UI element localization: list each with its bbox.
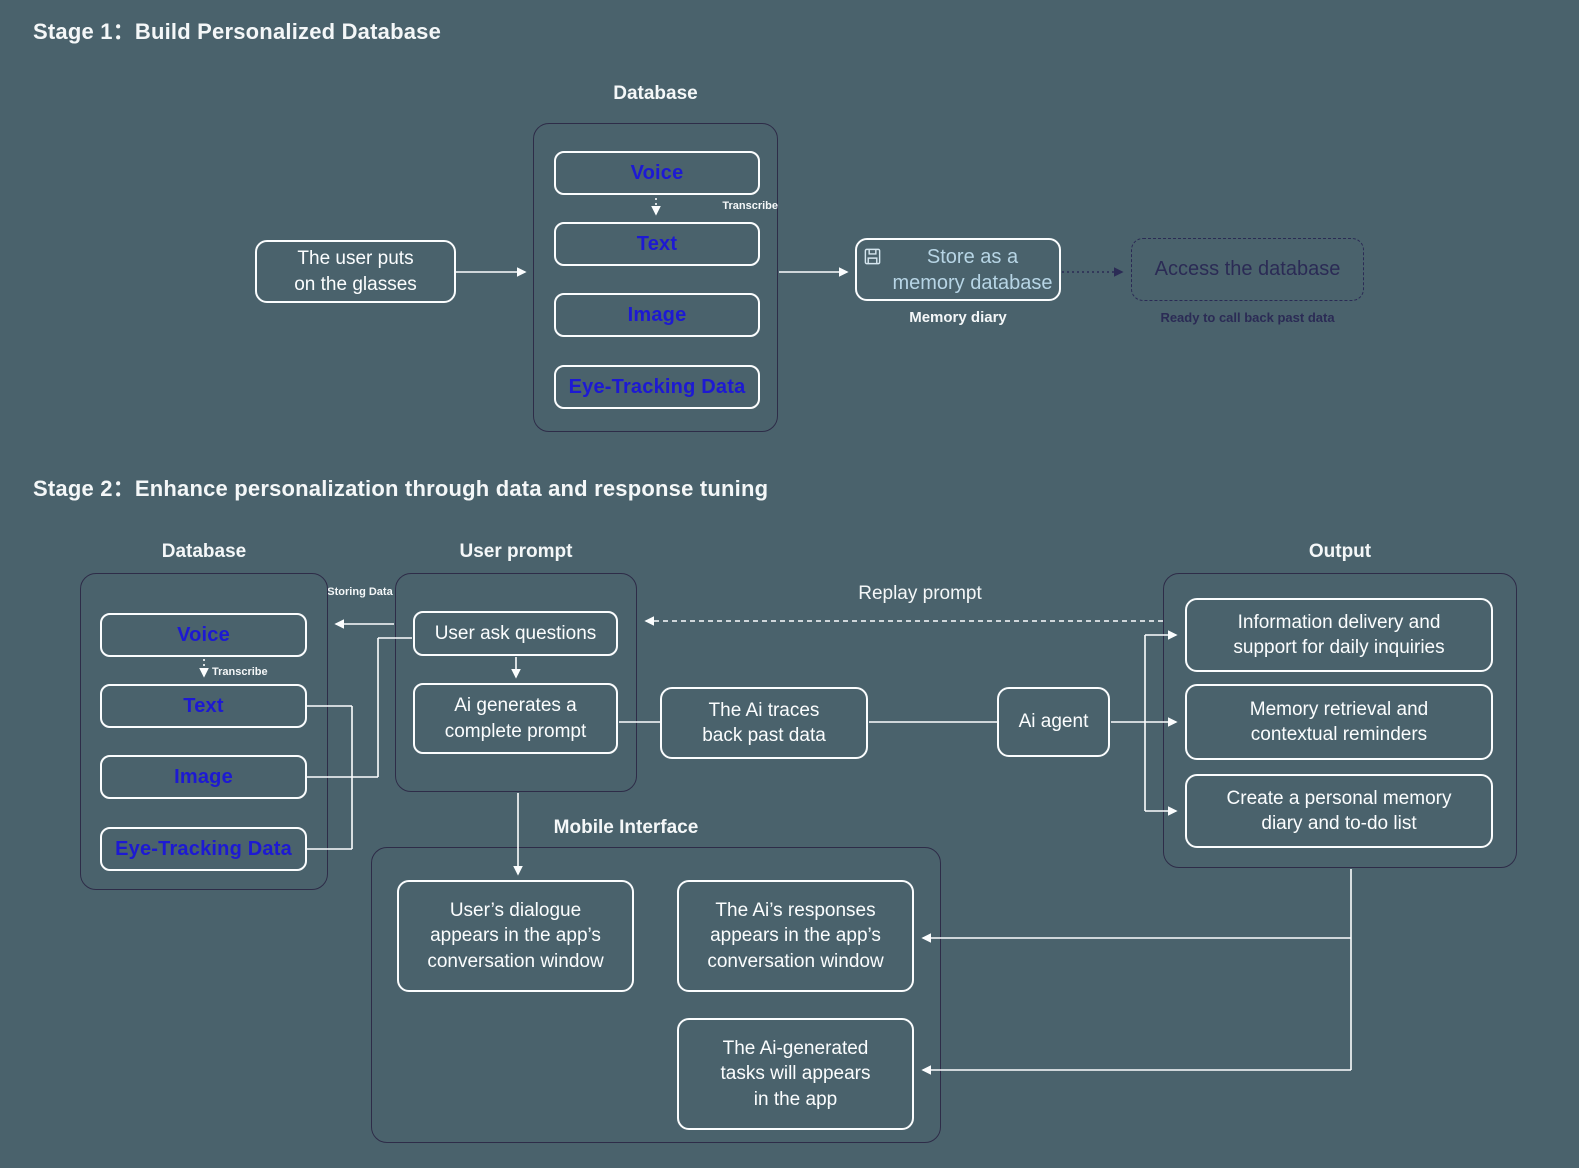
output-diary-node: Create a personal memory diary and to-do… [1185, 774, 1493, 848]
stage1-access-caption: Ready to call back past data [1160, 310, 1335, 325]
storing-data-label: Storing Data [327, 586, 393, 598]
stage2-database-container [80, 573, 328, 890]
stage2-database-label: Database [161, 541, 247, 562]
stage2-image-node: Image [100, 755, 307, 799]
stage1-text-node: Text [554, 222, 760, 266]
output-memory-node: Memory retrieval and contextual reminder… [1185, 684, 1493, 760]
mobile-user-dialogue-node: User’s dialogue appears in the app’s con… [397, 880, 634, 992]
mobile-interface-label: Mobile Interface [553, 817, 699, 838]
stage1-title: Stage 1：Build Personalized Database [33, 19, 442, 44]
stage1-glasses-node: The user puts on the glasses [255, 240, 456, 303]
replay-prompt-label: Replay prompt [858, 583, 982, 604]
ai-generates-prompt-node: Ai generates a complete prompt [413, 683, 618, 754]
stage1-image-node: Image [554, 293, 760, 337]
mobile-interface-container [371, 847, 941, 1143]
output-label: Output [1308, 541, 1372, 562]
stage1-eyetracking-node: Eye-Tracking Data [554, 365, 760, 409]
stage1-store-node: Store as a memory database [855, 238, 1061, 301]
stage2-title: Stage 2：Enhance personalization through … [33, 476, 769, 501]
stage1-transcribe-label: Transcribe [722, 200, 778, 212]
stage1-access-node: Access the database [1131, 238, 1364, 301]
output-container [1163, 573, 1517, 868]
stage1-database-container [533, 123, 778, 432]
stage2-transcribe-label: Transcribe [212, 666, 268, 678]
stage2-voice-node: Voice [100, 613, 307, 657]
stage2-eyetracking-node: Eye-Tracking Data [100, 827, 307, 871]
user-prompt-container [395, 573, 637, 792]
user-ask-questions-node: User ask questions [413, 611, 618, 656]
mobile-ai-responses-node: The Ai’s responses appears in the app’s … [677, 880, 914, 992]
output-information-node: Information delivery and support for dai… [1185, 598, 1493, 672]
ai-traces-node: The Ai traces back past data [660, 687, 868, 759]
stage1-memory-diary-caption: Memory diary [909, 309, 1007, 326]
mobile-ai-tasks-node: The Ai-generated tasks will appears in t… [677, 1018, 914, 1130]
stage2-text-node: Text [100, 684, 307, 728]
save-icon [865, 248, 881, 264]
stage1-store-text: Store as a memory database [892, 245, 1053, 294]
ai-agent-node: Ai agent [997, 687, 1110, 757]
stage1-database-label: Database [613, 83, 698, 104]
user-prompt-label: User prompt [459, 541, 573, 562]
stage1-voice-node: Voice [554, 151, 760, 195]
